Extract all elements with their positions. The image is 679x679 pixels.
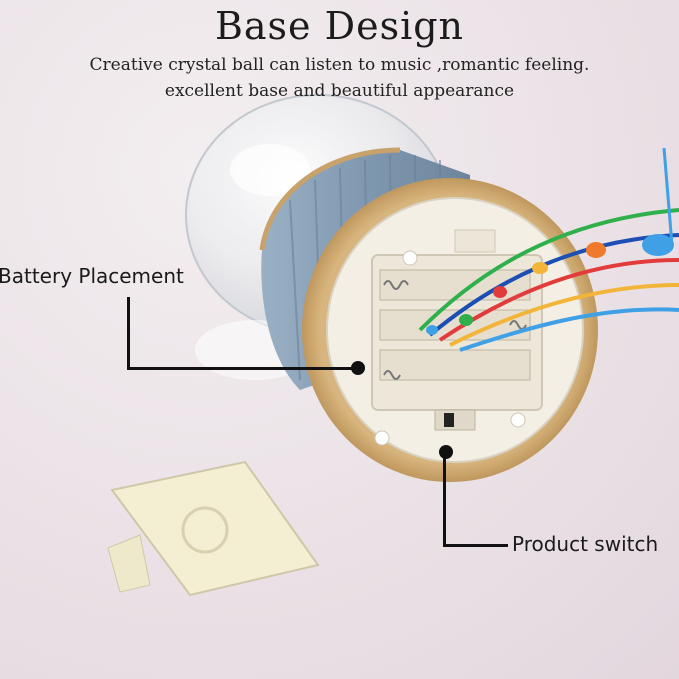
switch-leader-vertical — [443, 450, 446, 545]
battery-coil-icon — [383, 280, 527, 380]
battery-leader-horizontal — [127, 367, 357, 370]
battery-placement-label: Battery Placement — [0, 264, 184, 288]
subtitle-line-2: excellent base and beautiful appearance — [164, 81, 515, 101]
switch-leader-horizontal — [443, 544, 508, 547]
battery-leader-vertical — [127, 297, 130, 369]
battery-callout-dot — [351, 361, 365, 375]
music-notes-icon — [426, 147, 674, 335]
subtitle-line-1: Creative crystal ball can listen to musi… — [89, 55, 590, 75]
page-title: Base Design — [214, 4, 465, 48]
battery-cover — [107, 460, 320, 597]
base-bottom — [302, 178, 598, 482]
music-notes-icon — [418, 208, 679, 352]
switch-callout-dot — [439, 445, 453, 459]
product-switch-label: Product switch — [512, 532, 659, 556]
